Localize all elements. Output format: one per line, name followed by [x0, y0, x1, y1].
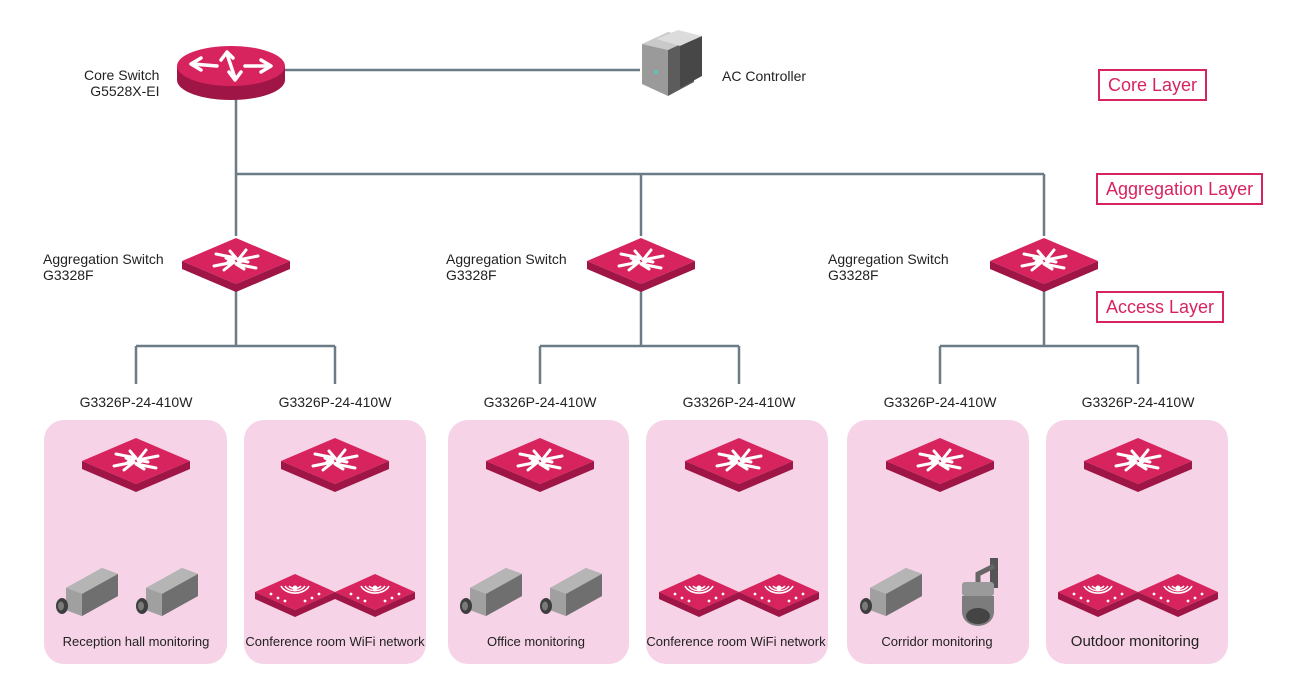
- core-switch-label: Core Switch G5528X-EI: [84, 67, 159, 99]
- access-switch-model-4: G3326P-24-410W: [682, 394, 796, 410]
- core-switch-model: G5528X-EI: [90, 83, 160, 99]
- panel-caption-4: Conference room WiFi network: [646, 634, 826, 649]
- panel-caption-5: Corridor monitoring: [881, 634, 993, 649]
- access-switch-model-6: G3326P-24-410W: [1081, 394, 1195, 410]
- access-switch-model-1: G3326P-24-410W: [79, 394, 193, 410]
- aggregation-switch-icon-3: [988, 236, 1100, 294]
- aggregation-switch-model: G3328F: [43, 267, 94, 283]
- aggregation-switch-model: G3328F: [446, 267, 497, 283]
- aggregation-switch-model: G3328F: [828, 267, 879, 283]
- access-switch-model-5: G3326P-24-410W: [883, 394, 997, 410]
- ac-controller-label: AC Controller: [722, 68, 807, 84]
- core-switch-icon: [175, 44, 287, 102]
- aggregation-switch-label-1: Aggregation Switch G3328F: [43, 251, 164, 283]
- aggregation-switch-label-3: Aggregation Switch G3328F: [828, 251, 949, 283]
- access-switch-model-3: G3326P-24-410W: [483, 394, 597, 410]
- access-panels: [44, 420, 1228, 664]
- access-layer-badge: Access Layer: [1096, 291, 1225, 323]
- panel-caption-2: Conference room WiFi network: [245, 634, 425, 649]
- aggregation-switch-name: Aggregation Switch: [446, 251, 567, 267]
- aggregation-switch-label-2: Aggregation Switch G3328F: [446, 251, 567, 283]
- ac-controller-icon: [642, 30, 702, 96]
- aggregation-switch-icon-1: [180, 236, 292, 294]
- aggregation-switch-name: Aggregation Switch: [43, 251, 164, 267]
- panel-caption-6: Outdoor monitoring: [1070, 633, 1200, 650]
- core-switch-name: Core Switch: [84, 67, 160, 83]
- aggregation-switch-name: Aggregation Switch: [828, 251, 949, 267]
- panel-caption-3: Office monitoring: [486, 634, 586, 649]
- core-layer-badge: Core Layer: [1098, 69, 1208, 101]
- aggregation-layer-badge: Aggregation Layer: [1096, 173, 1264, 205]
- panel-caption-1: Reception hall monitoring: [62, 634, 210, 649]
- access-switch-model-2: G3326P-24-410W: [278, 394, 392, 410]
- aggregation-switch-icon-2: [585, 236, 697, 294]
